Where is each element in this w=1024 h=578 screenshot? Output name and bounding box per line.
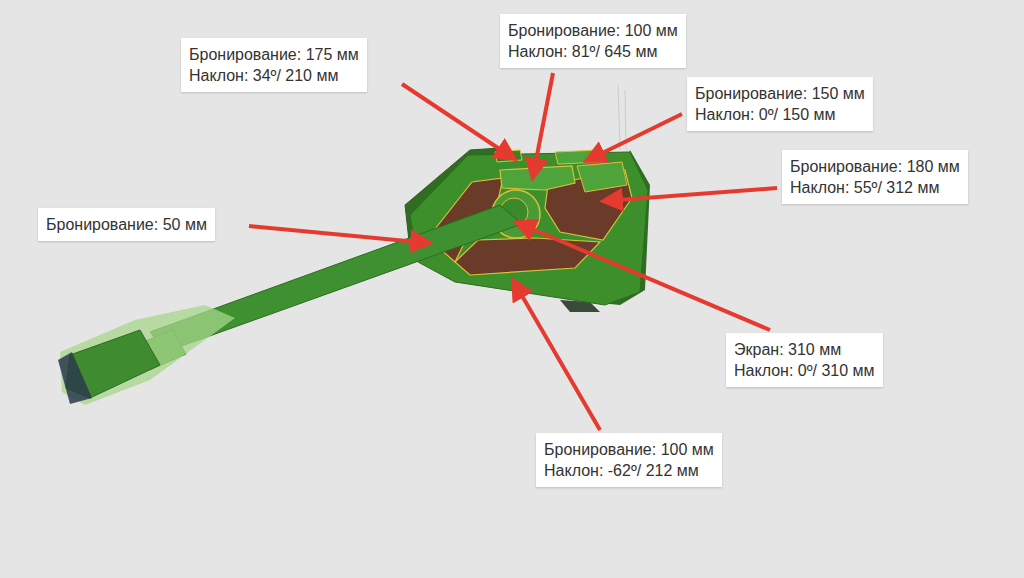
- armor-value: Наклон: 81º/ 645 мм: [508, 41, 678, 62]
- callout-box: Бронирование: 100 ммНаклон: -62º/ 212 мм: [536, 433, 722, 487]
- armor-value: Наклон: 34º/ 210 мм: [189, 65, 359, 86]
- armor-value: Экран: 310 мм: [734, 339, 875, 360]
- armor-value: Бронирование: 150 мм: [695, 83, 865, 104]
- armor-value: Наклон: -62º/ 212 мм: [544, 460, 714, 481]
- callout-box: Экран: 310 ммНаклон: 0º/ 310 мм: [726, 333, 883, 387]
- armor-value: Бронирование: 100 мм: [544, 439, 714, 460]
- armor-value: Бронирование: 180 мм: [790, 156, 960, 177]
- armor-value: Наклон: 0º/ 310 мм: [734, 360, 875, 381]
- callout-box: Бронирование: 150 ммНаклон: 0º/ 150 мм: [687, 77, 873, 131]
- callout-box: Бронирование: 50 мм: [38, 208, 215, 241]
- armor-value: Бронирование: 175 мм: [189, 44, 359, 65]
- armor-value: Бронирование: 100 мм: [508, 20, 678, 41]
- callout-box: Бронирование: 180 ммНаклон: 55º/ 312 мм: [782, 150, 968, 204]
- callout-box: Бронирование: 100 ммНаклон: 81º/ 645 мм: [500, 14, 686, 68]
- armor-value: Бронирование: 50 мм: [46, 214, 207, 235]
- callout-box: Бронирование: 175 ммНаклон: 34º/ 210 мм: [181, 38, 367, 92]
- armor-value: Наклон: 0º/ 150 мм: [695, 104, 865, 125]
- armor-value: Наклон: 55º/ 312 мм: [790, 177, 960, 198]
